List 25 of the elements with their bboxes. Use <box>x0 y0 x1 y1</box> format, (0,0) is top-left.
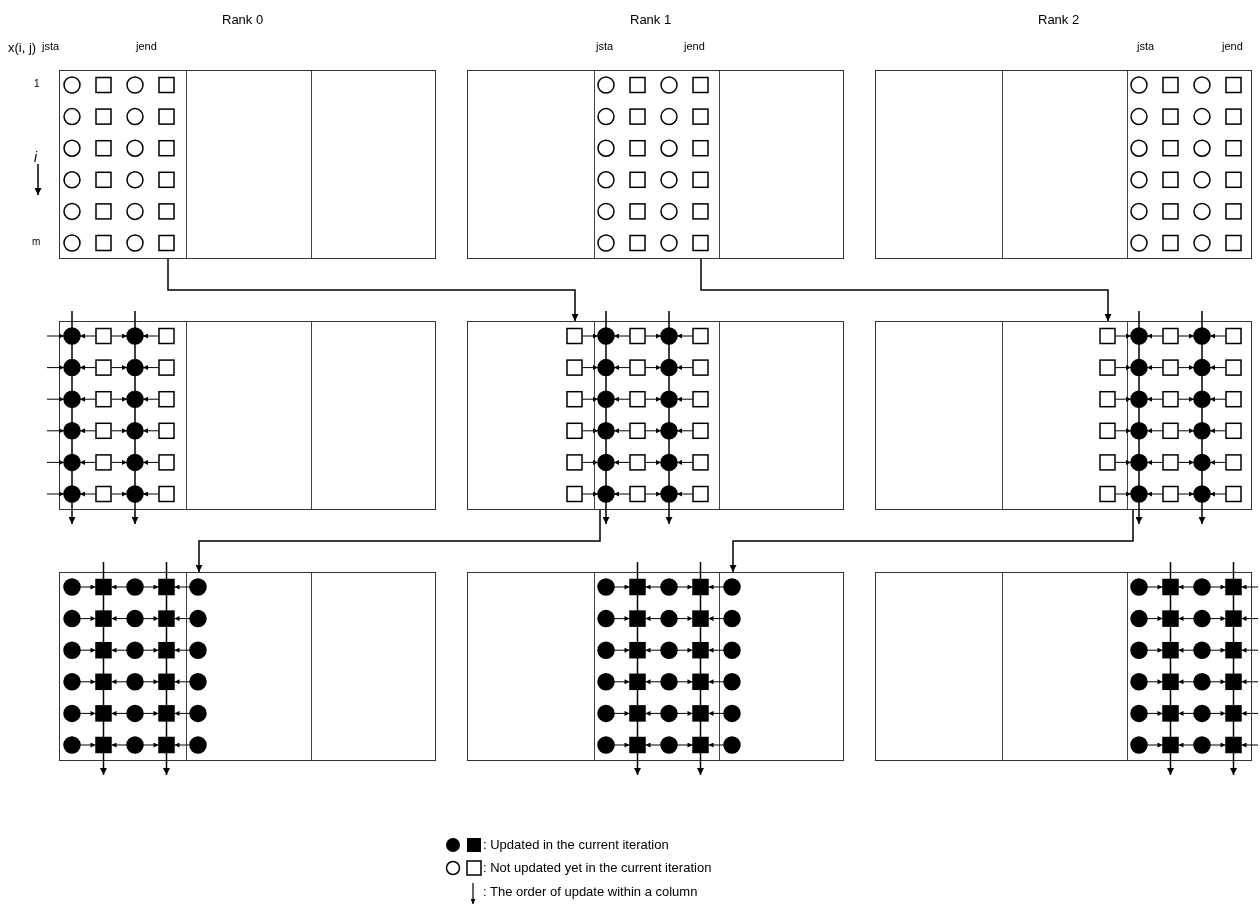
index-label: jsta <box>1137 40 1155 52</box>
connector-arrow <box>700 258 1112 322</box>
connector-arrow <box>195 509 601 573</box>
connector-arrow <box>167 258 579 322</box>
grid-panel <box>875 572 1252 761</box>
rank-heading: Rank 0 <box>222 12 264 27</box>
legend-text: : The order of update within a column <box>483 884 698 899</box>
grid-panel <box>59 321 436 510</box>
connector-arrow <box>729 509 1134 573</box>
grid-panel <box>875 70 1252 259</box>
index-label: jend <box>1222 40 1243 52</box>
row-index-label: 1 <box>34 78 40 89</box>
legend-text: : Not updated yet in the current iteration <box>483 860 712 875</box>
grid-panel <box>59 70 436 259</box>
grid-panel <box>467 70 844 259</box>
index-label: jsta <box>596 40 614 52</box>
rank-heading: Rank 2 <box>1038 12 1080 27</box>
index-label: jend <box>684 40 705 52</box>
index-label: jsta <box>42 40 60 52</box>
row-index-label: i <box>34 149 38 165</box>
row-index-label: m <box>32 236 41 247</box>
array-label: x(i, j) <box>8 40 37 55</box>
legend-text: : Updated in the current iteration <box>483 837 669 852</box>
rank-heading: Rank 1 <box>630 12 672 27</box>
index-label: jend <box>136 40 157 52</box>
